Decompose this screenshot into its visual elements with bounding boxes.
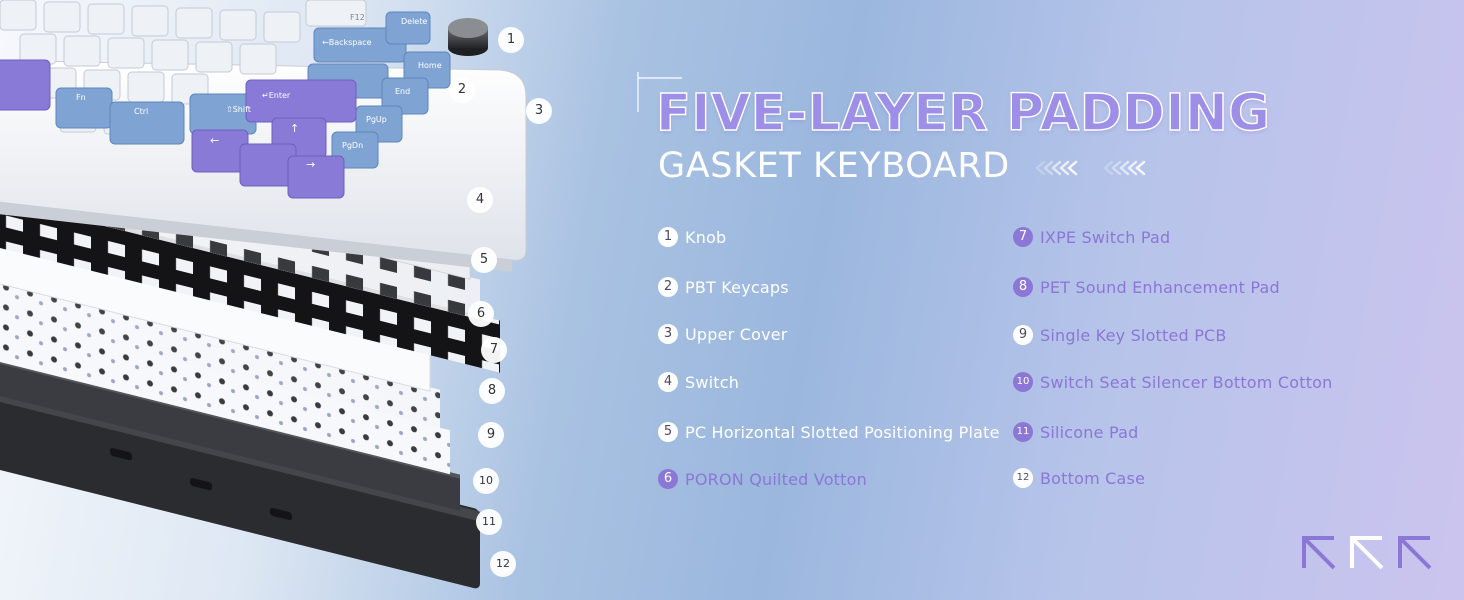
callout-9: 9 — [478, 422, 504, 448]
keycap-backspace-legend: ←Backspace — [322, 38, 372, 47]
callout-7: 7 — [481, 337, 507, 363]
part-number-badge: 8 — [1013, 277, 1033, 297]
part-item-bottom-cotton: 10 Switch Seat Silencer Bottom Cotton — [1013, 372, 1333, 392]
page-title: FIVE-LAYER PADDING — [655, 83, 1271, 143]
part-number-badge: 12 — [1013, 468, 1033, 488]
keycap-pgdn-legend: PgDn — [342, 141, 363, 150]
corner-arrows-icon — [1302, 536, 1432, 570]
part-label: PBT Keycaps — [685, 277, 789, 297]
part-number-badge: 3 — [658, 324, 678, 344]
part-item-poron-cotton: 6 PORON Quilted Votton — [658, 469, 867, 489]
keycap-arrow-right-legend: → — [306, 158, 315, 171]
part-number-badge: 4 — [658, 372, 678, 392]
keycap-shift-legend: ⇧Shift — [226, 105, 251, 114]
part-label: PORON Quilted Votton — [685, 469, 867, 489]
keycap-delete-legend: Delete — [401, 17, 427, 26]
part-label: IXPE Switch Pad — [1040, 227, 1171, 247]
part-label: Single Key Slotted PCB — [1040, 325, 1227, 345]
callout-8: 8 — [479, 378, 505, 404]
keycap-fn-legend: Fn — [76, 93, 86, 102]
part-item-ixpe-pad: 7 IXPE Switch Pad — [1013, 227, 1170, 247]
keycap-enter-legend: ↵Enter — [262, 91, 291, 100]
part-item-pet-pad: 8 PET Sound Enhancement Pad — [1013, 277, 1280, 297]
callout-3: 3 — [526, 98, 552, 124]
keycap-f12-legend: F12 — [350, 13, 365, 22]
part-item-pcb: 9 Single Key Slotted PCB — [1013, 325, 1227, 345]
part-label: PC Horizontal Slotted Positioning Plate — [685, 422, 1000, 442]
part-item-switch: 4 Switch — [658, 372, 739, 392]
part-number-badge: 2 — [658, 277, 678, 297]
callout-4: 4 — [467, 187, 493, 213]
callout-11: 11 — [476, 509, 502, 535]
part-number-badge: 10 — [1013, 372, 1033, 392]
callout-5: 5 — [471, 247, 497, 273]
callout-12: 12 — [490, 551, 516, 577]
callout-1: 1 — [498, 27, 524, 53]
part-item-upper-cover: 3 Upper Cover — [658, 324, 788, 344]
part-item-pbt-keycaps: 2 PBT Keycaps — [658, 277, 789, 297]
part-label: Switch Seat Silencer Bottom Cotton — [1040, 372, 1333, 392]
part-number-badge: 1 — [658, 227, 678, 247]
callout-6: 6 — [468, 301, 494, 327]
part-label: Bottom Case — [1040, 468, 1146, 488]
chevrons-left-icon — [1035, 160, 1146, 176]
corner-bracket-decoration — [637, 72, 682, 112]
page-subtitle: GASKET KEYBOARD — [658, 146, 1010, 186]
part-number-badge: 7 — [1013, 227, 1033, 247]
part-label: PET Sound Enhancement Pad — [1040, 277, 1280, 297]
callout-2: 2 — [449, 77, 475, 103]
part-number-badge: 5 — [658, 422, 678, 442]
keycap-arrow-up-legend: ↑ — [290, 122, 299, 135]
keycap-ctrl-legend: Ctrl — [134, 107, 148, 116]
callout-10: 10 — [473, 468, 499, 494]
part-item-silicone-pad: 11 Silicone Pad — [1013, 422, 1138, 442]
keycap-pgup-legend: PgUp — [366, 115, 387, 124]
knob-icon — [448, 18, 488, 56]
part-item-bottom-case: 12 Bottom Case — [1013, 468, 1145, 488]
keyboard-exploded-illustration: F12 Delete ←Backspace Home End ↵Enter ⇧S… — [0, 0, 560, 600]
part-label: Switch — [685, 372, 740, 392]
keycap-end-legend: End — [395, 87, 410, 96]
keyboard-layers-drawing: F12 Delete ←Backspace Home End ↵Enter ⇧S… — [0, 0, 527, 589]
keycap-arrow-left-legend: ← — [210, 134, 219, 147]
part-label: Upper Cover — [685, 324, 788, 344]
part-label: Knob — [685, 227, 727, 247]
part-item-positioning-plate: 5 PC Horizontal Slotted Positioning Plat… — [658, 422, 1000, 442]
part-number-badge: 6 — [658, 469, 678, 489]
keycap-home-legend: Home — [418, 61, 442, 70]
part-number-badge: 11 — [1013, 422, 1033, 442]
part-label: Silicone Pad — [1040, 422, 1139, 442]
part-number-badge: 9 — [1013, 325, 1033, 345]
part-item-knob: 1 Knob — [658, 227, 726, 247]
